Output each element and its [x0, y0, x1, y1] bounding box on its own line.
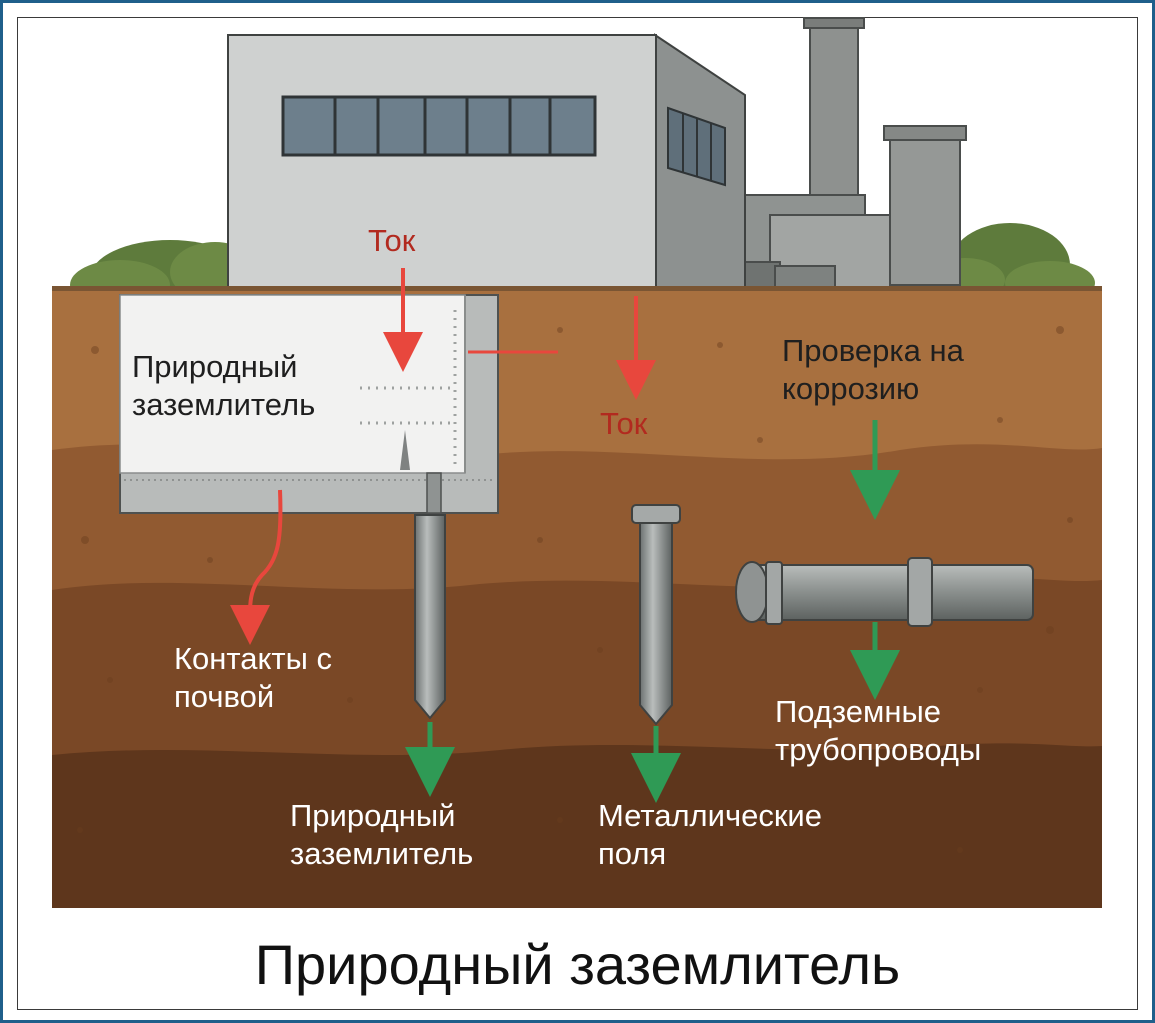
- current-label-top: Ток: [368, 223, 416, 258]
- current-label-mid: Ток: [600, 406, 648, 441]
- main-building: [227, 33, 746, 291]
- corrosion-check-label: Проверка на коррозию: [782, 333, 964, 406]
- electrode-rod: [414, 472, 446, 720]
- soil-contact-arrow: [229, 489, 283, 645]
- natural-electrode-label: Природный заземлитель: [290, 798, 474, 871]
- underground-pipes-label: Подземные трубопроводы: [775, 694, 982, 767]
- underground-pipe: [735, 557, 1034, 627]
- ground-block-label: Природный заземлитель: [132, 349, 316, 422]
- flow-arrows: [405, 420, 900, 803]
- factory-background: [699, 17, 967, 291]
- metal-fields-label: Металлические поля: [598, 798, 822, 871]
- soil-contacts-label: Контакты с почвой: [174, 641, 333, 714]
- current-arrows: [229, 268, 656, 645]
- soil-speckles: [77, 326, 1073, 853]
- diagram-title: Природный заземлитель: [254, 933, 901, 996]
- metal-rod: [631, 504, 681, 726]
